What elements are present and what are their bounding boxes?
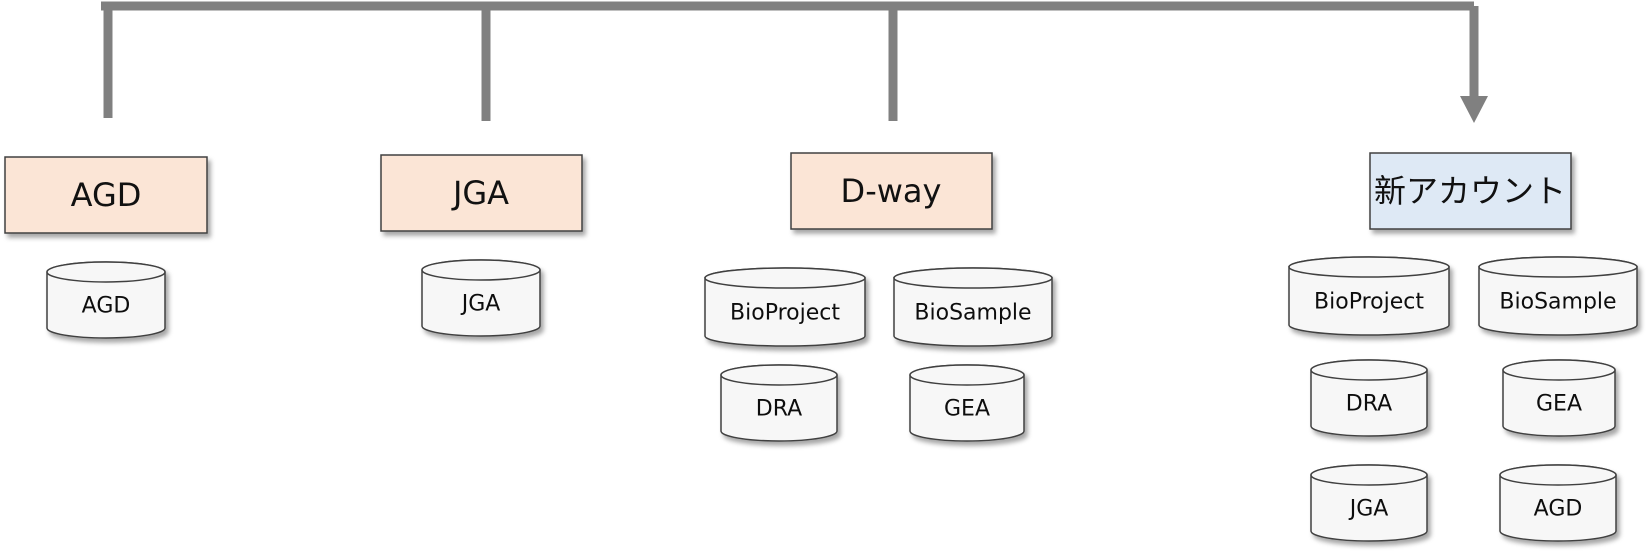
database-label: DRA	[756, 397, 802, 422]
database-cylinder-lid	[1310, 359, 1428, 381]
system-box-new-account	[1369, 152, 1572, 230]
database-cylinder-jga-jga: JGA	[421, 259, 541, 337]
database-cylinder-lid	[46, 261, 166, 283]
database-cylinder-lid	[720, 364, 838, 386]
database-cylinder-lid	[893, 267, 1053, 289]
database-cylinder-lid	[1499, 464, 1617, 486]
database-label: BioSample	[1499, 290, 1616, 315]
database-label: JGA	[1348, 497, 1389, 522]
system-label-jga: JGA	[451, 174, 509, 212]
database-label: BioProject	[730, 301, 840, 326]
database-cylinder-lid	[1288, 256, 1450, 278]
database-cylinder-new-account-agd: AGD	[1499, 464, 1617, 542]
database-cylinder-lid	[421, 259, 541, 281]
database-cylinder-new-account-gea: GEA	[1502, 359, 1616, 437]
system-box-agd	[4, 156, 208, 234]
database-cylinder-agd-agd: AGD	[46, 261, 166, 339]
database-cylinder-lid	[1502, 359, 1616, 381]
database-cylinder-dway-biosample: BioSample	[893, 267, 1053, 347]
database-label: AGD	[1534, 497, 1583, 522]
connector-bus	[101, 1, 1488, 123]
database-label: AGD	[82, 294, 131, 319]
database-label: BioSample	[914, 301, 1031, 326]
database-cylinder-dway-gea: GEA	[909, 364, 1025, 442]
database-label: GEA	[1536, 392, 1582, 417]
database-cylinder-new-account-dra: DRA	[1310, 359, 1428, 437]
database-label: JGA	[460, 292, 501, 317]
system-new-account: 新アカウント	[1369, 152, 1572, 230]
database-cylinder-dway-dra: DRA	[720, 364, 838, 442]
system-jga: JGA	[380, 154, 583, 232]
database-label: GEA	[944, 397, 990, 422]
database-cylinder-lid	[909, 364, 1025, 386]
database-cylinder-new-account-biosample: BioSample	[1478, 256, 1638, 336]
system-label-dway: D-way	[841, 172, 942, 210]
database-cylinder-lid	[1478, 256, 1638, 278]
database-cylinder-lid	[1310, 464, 1428, 486]
system-label-agd: AGD	[71, 176, 142, 214]
arrowhead-icon	[1460, 96, 1488, 123]
system-box-jga	[380, 154, 583, 232]
database-cylinder-new-account-bioproject: BioProject	[1288, 256, 1450, 336]
system-dway: D-way	[790, 152, 993, 230]
database-cylinder-new-account-jga: JGA	[1310, 464, 1428, 542]
database-cylinder-dway-bioproject: BioProject	[704, 267, 866, 347]
system-agd: AGD	[4, 156, 208, 234]
system-box-dway	[790, 152, 993, 230]
database-label: DRA	[1346, 392, 1392, 417]
system-label-new-account: 新アカウント	[1374, 172, 1566, 210]
database-cylinder-lid	[704, 267, 866, 289]
database-label: BioProject	[1314, 290, 1424, 315]
